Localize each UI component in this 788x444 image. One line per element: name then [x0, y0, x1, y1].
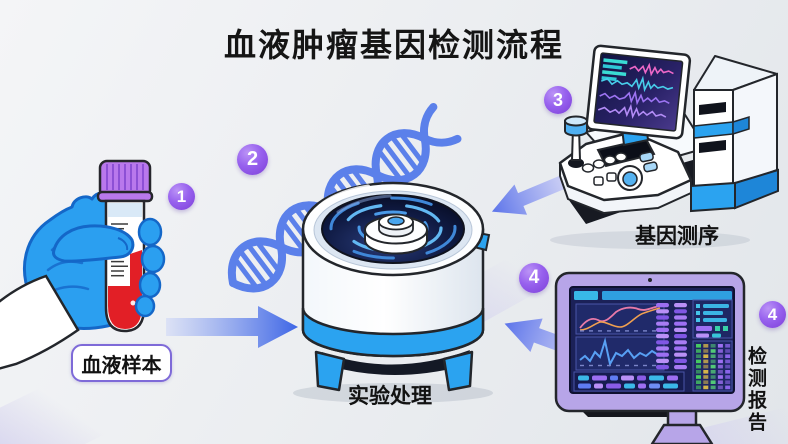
dna-helix-icon: [227, 102, 462, 293]
centrifuge-cap: [364, 213, 428, 255]
sequencer-screen-traces: [597, 58, 674, 120]
step-badge-2: 2: [237, 144, 268, 175]
step-badge-1: 1: [168, 183, 195, 210]
sleeve-cuff: [0, 274, 80, 370]
label-test-report: 检测报告: [745, 346, 766, 434]
step-badge-4-side: 4: [759, 301, 786, 328]
blood-sample-illustration: [0, 159, 166, 370]
label-lab-processing: 实验处理: [348, 385, 432, 408]
centrifuge-illustration: [301, 181, 491, 392]
sequencer-tower: [690, 55, 779, 213]
sequencer-console: [558, 130, 693, 215]
report-screen-dashboard: [573, 291, 733, 392]
glove-fingertips: [134, 217, 166, 318]
report-monitor-illustration: [554, 271, 746, 444]
glove-thumb: [52, 224, 135, 263]
centrifuge-shadow: [293, 383, 493, 403]
label-gene-sequencing: 基因测序: [635, 225, 719, 248]
sequencer-joystick: [564, 115, 588, 168]
step-badge-3: 3: [544, 86, 572, 114]
sequencer-shadow: [550, 231, 750, 249]
sequencer-monitor: [585, 44, 692, 140]
page-title: 血液肿瘤基因检测流程: [223, 27, 564, 63]
blood-fill: [108, 250, 142, 329]
step-badge-4: 4: [519, 263, 549, 293]
sequencer-illustration: [558, 44, 779, 224]
arrow-right-icon: [166, 306, 298, 348]
label-blood-sample: 血液样本: [71, 344, 172, 382]
